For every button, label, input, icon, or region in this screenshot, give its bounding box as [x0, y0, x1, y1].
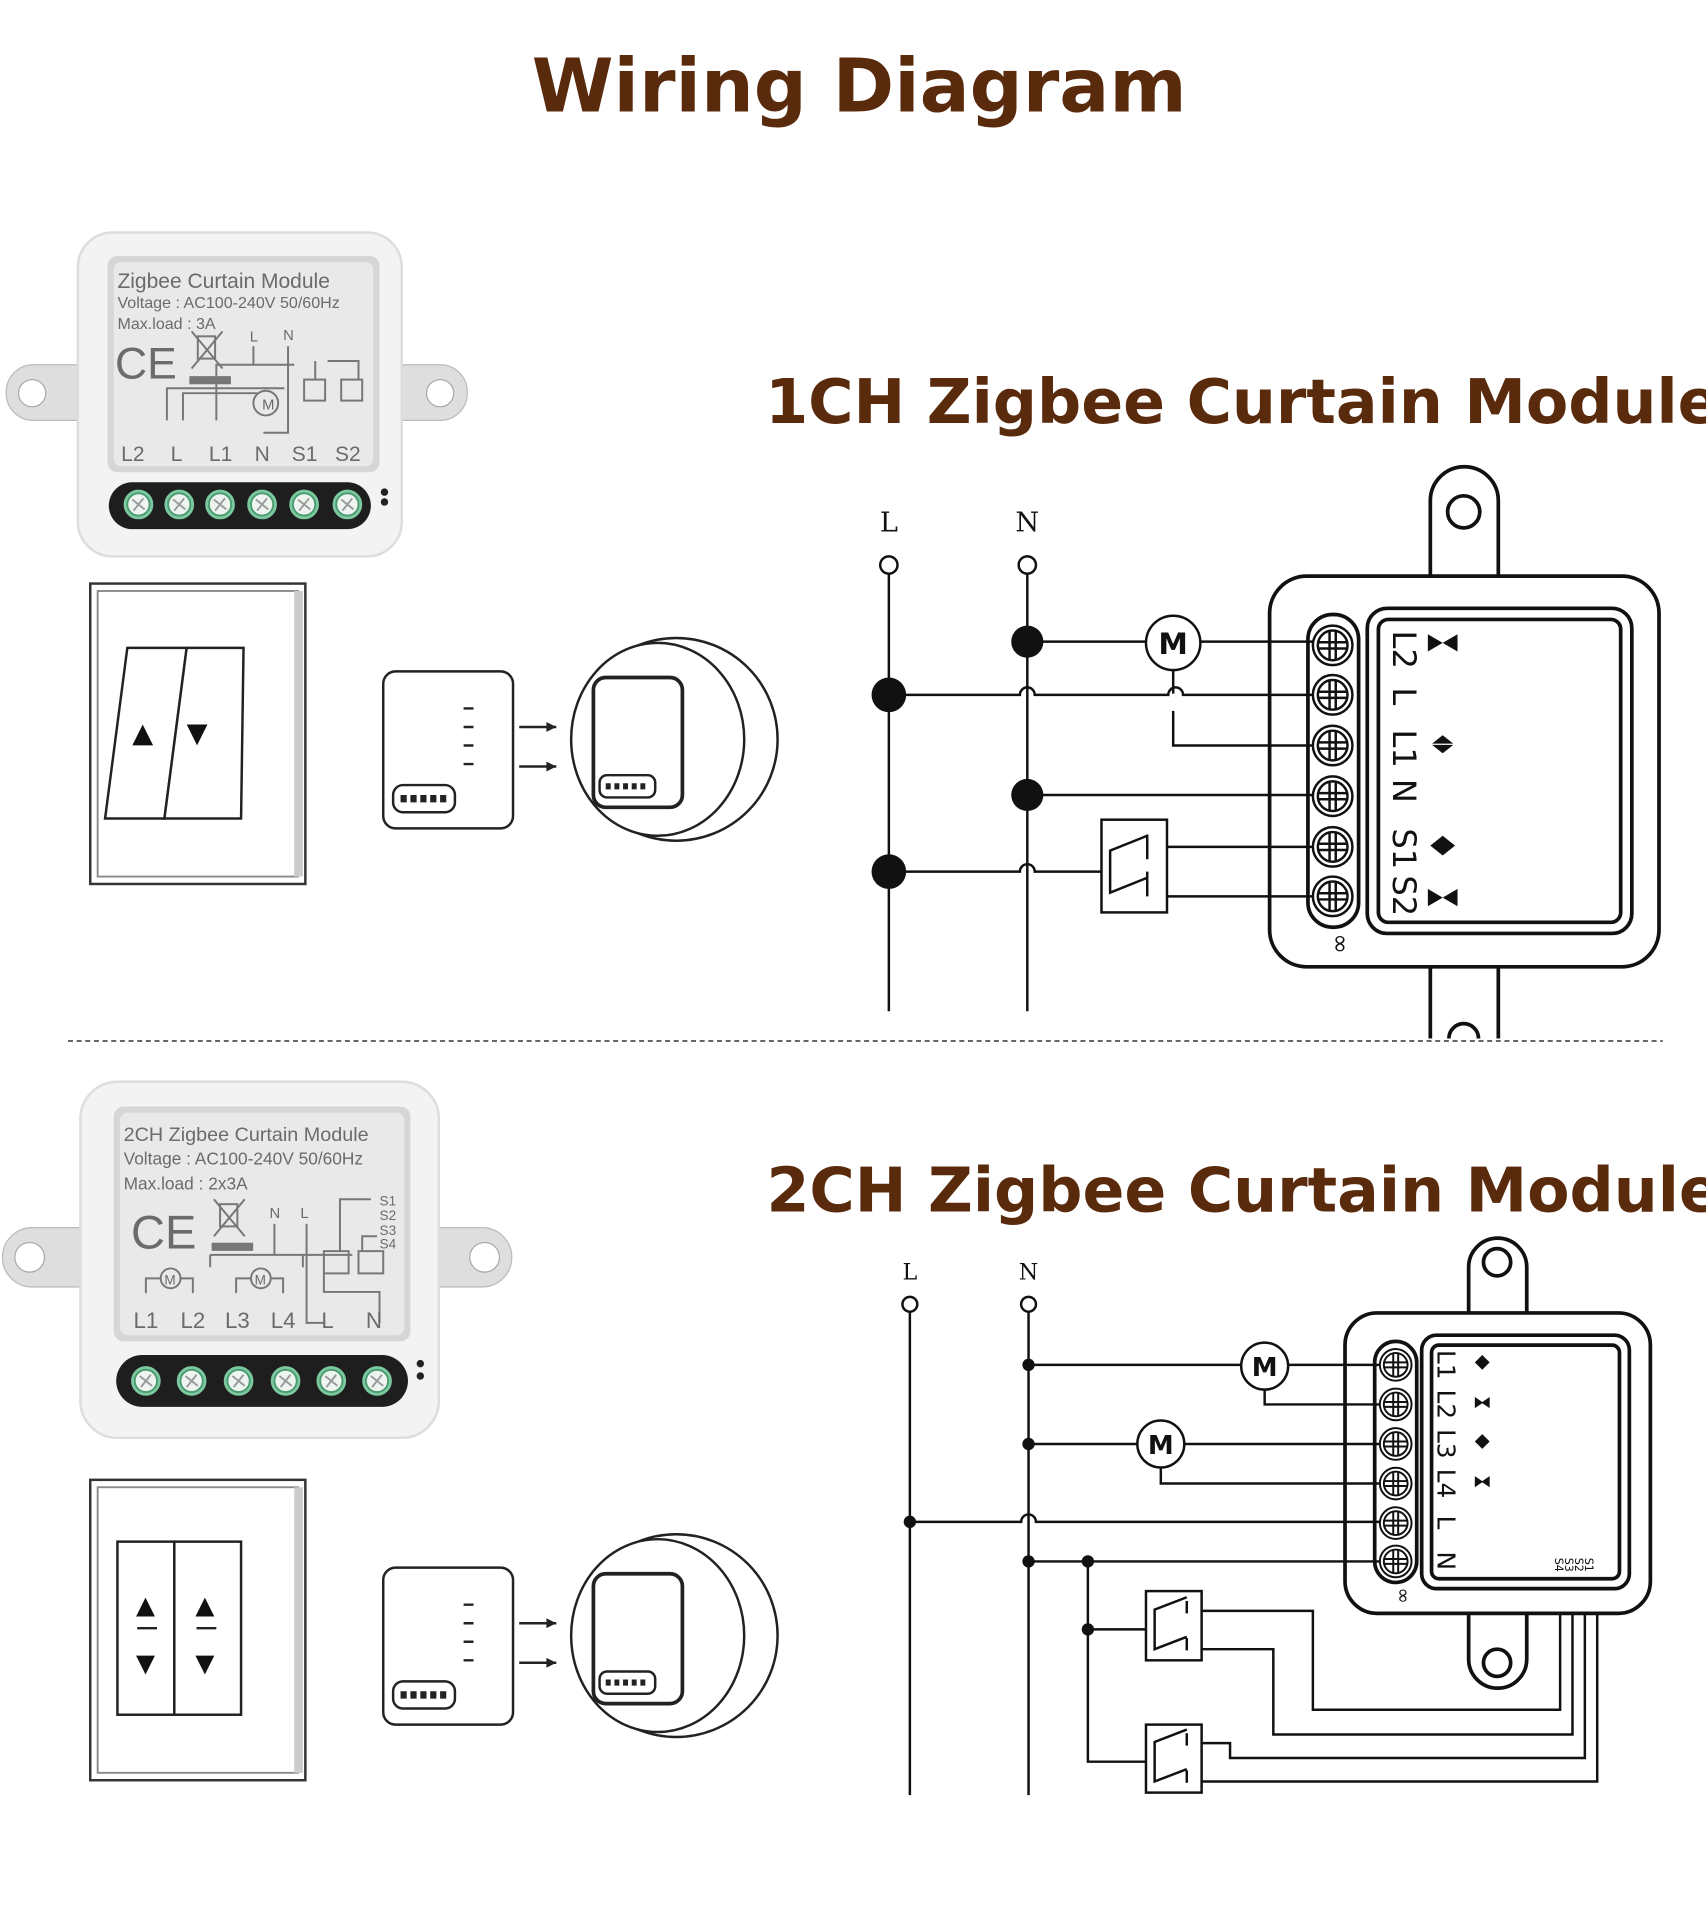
weee-icon [189, 330, 231, 385]
svg-text:L: L [321, 1308, 333, 1333]
up-arrow-icon: ▲ [132, 718, 153, 749]
schematic-2ch: L N M M [901, 1236, 1653, 1796]
device-name: 2CH Zigbee Curtain Module [124, 1124, 369, 1146]
ce-mark: CE [115, 339, 177, 388]
up-arrow-icon: ▲ [195, 1590, 214, 1619]
top-terminal-l: L [250, 329, 258, 345]
module-terminal-labels: L2 L L1 N S1 S2 [1385, 631, 1423, 917]
installation-illustration-1ch [383, 638, 777, 841]
down-arrow-icon: ▼ [195, 1648, 214, 1677]
line-label-n: N [1015, 508, 1039, 539]
down-arrow-icon: ▼ [136, 1648, 155, 1677]
ce-mark: CE [131, 1206, 196, 1259]
svg-text:L2: L2 [1385, 631, 1423, 669]
svg-text:M: M [164, 1273, 175, 1288]
svg-text:L: L [300, 1206, 308, 1222]
svg-text:L3: L3 [1432, 1429, 1461, 1458]
section-heading-1ch: 1CH Zigbee Curtain Module [765, 366, 1706, 438]
svg-text:L1: L1 [209, 443, 232, 466]
module-terminal-labels: L1 L2 L3 L4 L N [1432, 1350, 1461, 1570]
svg-text:S4: S4 [380, 1237, 397, 1252]
svg-text:M: M [255, 1273, 266, 1288]
wall-switch-1ch: ▲ ▼ [89, 582, 307, 886]
svg-text:S2: S2 [1572, 1558, 1585, 1572]
svg-text:L1: L1 [1385, 729, 1423, 767]
svg-text:S2: S2 [335, 443, 361, 466]
svg-text:N: N [1385, 779, 1423, 803]
svg-text:S3: S3 [1562, 1558, 1575, 1572]
module-switch-labels: S1 S2 S3 S4 [1552, 1558, 1595, 1572]
svg-text:N: N [255, 443, 270, 466]
svg-text:N: N [366, 1308, 382, 1333]
svg-text:L1: L1 [134, 1308, 159, 1333]
line-label-l: L [880, 508, 898, 539]
switch-symbol [1144, 1589, 1203, 1794]
device-photo-1ch: Zigbee Curtain Module Voltage : AC100-24… [5, 231, 468, 558]
svg-text:S4: S4 [1552, 1558, 1565, 1572]
device-voltage: Voltage : AC100-240V 50/60Hz [117, 294, 339, 312]
svg-text:N: N [269, 1206, 280, 1222]
line-label-n: N [1019, 1260, 1038, 1286]
svg-text:S2: S2 [1385, 875, 1423, 916]
page-title: Wiring Diagram [532, 43, 1187, 129]
device-max-load: Max.load : 2x3A [124, 1173, 248, 1193]
module-terminals [1378, 1348, 1413, 1579]
motor-icon: M [1148, 1431, 1174, 1461]
line-label-l: L [902, 1260, 917, 1286]
svg-text:L2: L2 [180, 1308, 205, 1333]
down-arrow-icon: ▼ [187, 718, 208, 749]
motor-icon: M [1158, 626, 1188, 661]
svg-text:L2: L2 [121, 443, 144, 466]
module-mark: ∞ [1327, 933, 1356, 954]
label-motor: M [262, 397, 274, 413]
terminal-labels-photo: L2 L L1 N S1 S2 [121, 443, 361, 466]
module-mark: ∞ [1392, 1587, 1415, 1603]
svg-text:L4: L4 [1432, 1469, 1461, 1498]
svg-text:L4: L4 [271, 1308, 296, 1333]
device-voltage: Voltage : AC100-240V 50/60Hz [124, 1149, 363, 1169]
terminal-labels-photo: L1 L2 L3 L4 L N [134, 1308, 382, 1333]
svg-text:S3: S3 [380, 1223, 397, 1238]
label-schematic [165, 346, 364, 434]
switch-symbol [1100, 818, 1169, 914]
svg-text:L: L [1385, 687, 1423, 705]
motor-icon: M [1252, 1353, 1278, 1383]
up-arrow-icon: ▲ [136, 1590, 155, 1619]
weee-icon [211, 1198, 254, 1251]
svg-text:L3: L3 [225, 1308, 250, 1333]
svg-text:L2: L2 [1432, 1390, 1461, 1420]
switch-terminal-labels-photo: S1 S2 S3 S4 [380, 1193, 397, 1251]
svg-text:L: L [1432, 1516, 1461, 1530]
device-max-load: Max.load : 3A [117, 315, 215, 333]
svg-text:S1: S1 [380, 1193, 397, 1208]
svg-text:S1: S1 [1385, 828, 1423, 869]
svg-text:S1: S1 [292, 443, 318, 466]
wall-switch-2ch: ▲ ▼ ▲ ▼ [89, 1478, 307, 1782]
device-name: Zigbee Curtain Module [117, 270, 329, 293]
module-terminals [1311, 624, 1354, 918]
installation-illustration-2ch [383, 1534, 777, 1737]
device-photo-2ch: 2CH Zigbee Curtain Module Voltage : AC10… [1, 1080, 513, 1440]
top-terminal-n: N [283, 328, 294, 344]
svg-text:S2: S2 [380, 1208, 397, 1223]
svg-text:S1: S1 [1582, 1558, 1595, 1572]
svg-text:L1: L1 [1432, 1350, 1461, 1380]
svg-text:L: L [171, 443, 183, 466]
svg-text:N: N [1432, 1552, 1461, 1571]
section-heading-2ch: 2CH Zigbee Curtain Module [766, 1155, 1706, 1227]
schematic-1ch: L N M L2 L L1 [871, 464, 1661, 1039]
